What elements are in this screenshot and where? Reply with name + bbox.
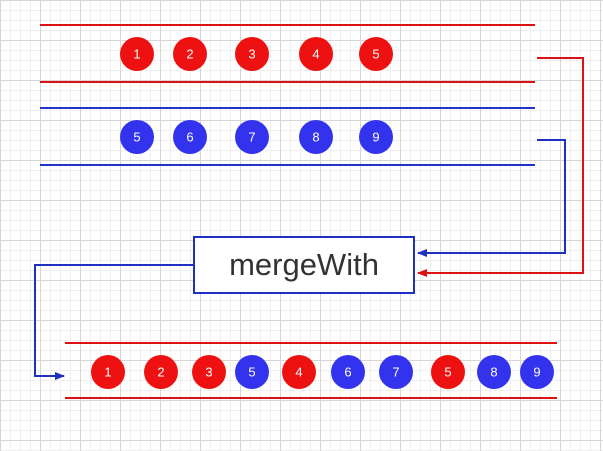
output-marble-1-label: 1 [104,365,111,380]
stream-2-marble-2-label: 6 [186,130,193,145]
stream-1-marble-4-label: 4 [312,47,319,62]
output-marble-4-circle [235,355,269,389]
output-marble-8: 5 [431,355,465,389]
output-marble-9: 8 [477,355,511,389]
output-marble-5-circle [282,355,316,389]
stream-2-marble-2-circle [173,120,207,154]
output-marble-2: 2 [144,355,178,389]
stream-1-marble-5-circle [359,37,393,71]
stream-1-marble-3-circle [235,37,269,71]
merge-with-operator-box: mergeWith [193,236,415,294]
output-marble-10: 9 [520,355,554,389]
stream-1-marble-3: 3 [235,37,269,71]
stream-2-marble-3-label: 7 [248,130,255,145]
stream-2-marble-4-circle [299,120,333,154]
output-marble-8-circle [431,355,465,389]
output-marble-3: 3 [192,355,226,389]
output-marble-7-label: 7 [392,365,399,380]
output-marbles: 1 2 3 5 4 6 7 5 8 9 [91,355,554,389]
stream-1-marble-1: 1 [120,37,154,71]
stream-1-marble-2-label: 2 [186,47,193,62]
output-marble-5: 4 [282,355,316,389]
output-marble-9-label: 8 [490,365,497,380]
stream-1-marble-5: 5 [359,37,393,71]
stream-1-marbles: 1 2 3 4 5 [120,37,393,71]
output-marble-3-circle [192,355,226,389]
stream-2-marble-4-label: 8 [312,130,319,145]
operator-label: mergeWith [229,247,379,282]
stream-1-marble-5-label: 5 [372,47,379,62]
stream-2-marble-2: 6 [173,120,207,154]
stream-2-marble-5-label: 9 [372,130,379,145]
stream-2-marble-1-circle [120,120,154,154]
stream-1-marble-1-label: 1 [133,47,140,62]
stream-2-marble-1-label: 5 [133,130,140,145]
output-marble-1-circle [91,355,125,389]
stream-1-marble-4-circle [299,37,333,71]
output-marble-1: 1 [91,355,125,389]
stream-2-marble-5-circle [359,120,393,154]
stream-1-marble-3-label: 3 [248,47,255,62]
output-marble-6: 6 [331,355,365,389]
stream-2-marble-3: 7 [235,120,269,154]
output-marble-10-label: 9 [533,365,540,380]
stream-1-marble-2: 2 [173,37,207,71]
blue-connector-arrow [417,139,566,257]
output-marble-2-circle [144,355,178,389]
output-marble-7: 7 [379,355,413,389]
stream-1-marble-1-circle [120,37,154,71]
output-marble-7-circle [379,355,413,389]
stream-2-marble-4: 8 [299,120,333,154]
stream-2-marbles: 5 6 7 8 9 [120,120,393,154]
stream-2-marble-3-circle [235,120,269,154]
output-marble-6-circle [331,355,365,389]
output-marble-5-label: 4 [295,365,302,380]
stream-2-marble-1: 5 [120,120,154,154]
red-connector-arrow [417,57,584,277]
stream-1-marble-2-circle [173,37,207,71]
output-marble-6-label: 6 [344,365,351,380]
output-marble-9-circle [477,355,511,389]
output-connector-arrow [34,264,193,380]
output-marble-2-label: 2 [157,365,164,380]
output-marble-3-label: 3 [205,365,212,380]
output-marble-4: 5 [235,355,269,389]
output-marble-10-circle [520,355,554,389]
stream-1-marble-4: 4 [299,37,333,71]
output-marble-8-label: 5 [444,365,451,380]
output-marble-4-label: 5 [248,365,255,380]
stream-2-marble-5: 9 [359,120,393,154]
